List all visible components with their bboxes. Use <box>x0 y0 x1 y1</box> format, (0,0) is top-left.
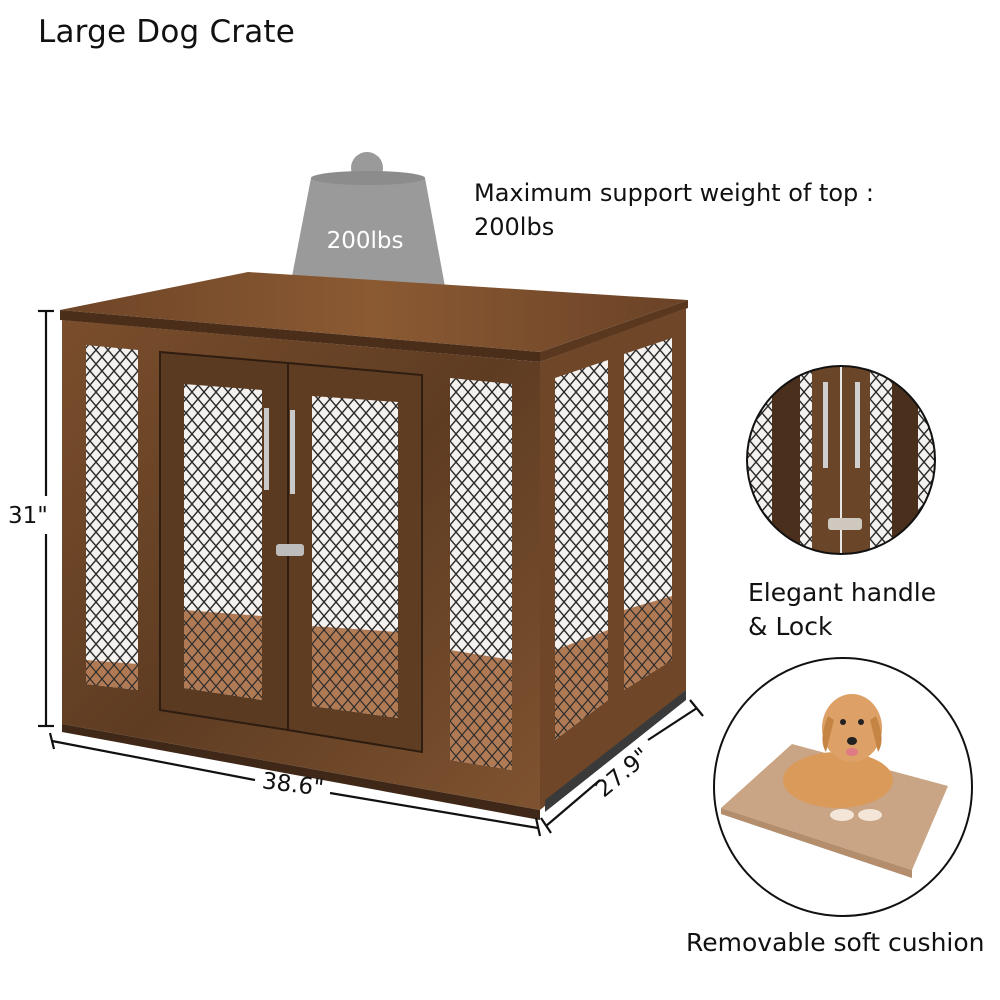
feature-caption-handle-lock: Elegant handle & Lock <box>748 576 936 644</box>
handle-lock-detail-image <box>746 365 936 555</box>
weight-badge-label: 200lbs <box>326 228 404 254</box>
feature-caption-line1: Elegant handle <box>748 578 937 607</box>
weight-icon <box>289 152 446 305</box>
feature-caption-cushion: Removable soft cushion <box>686 928 985 957</box>
page-title: Large Dog Crate <box>38 14 296 50</box>
top-load-caption-line1: Maximum support weight of top : <box>474 179 875 207</box>
cushion-detail-image <box>713 657 973 917</box>
height-dimension-label: 31" <box>8 503 48 529</box>
top-load-caption-line2: 200lbs <box>474 213 555 241</box>
dimension-lines <box>38 309 704 837</box>
dog-crate-image <box>60 272 688 820</box>
top-load-caption: Maximum support weight of top : 200lbs <box>474 176 874 244</box>
feature-caption-line2: & Lock <box>748 612 833 641</box>
